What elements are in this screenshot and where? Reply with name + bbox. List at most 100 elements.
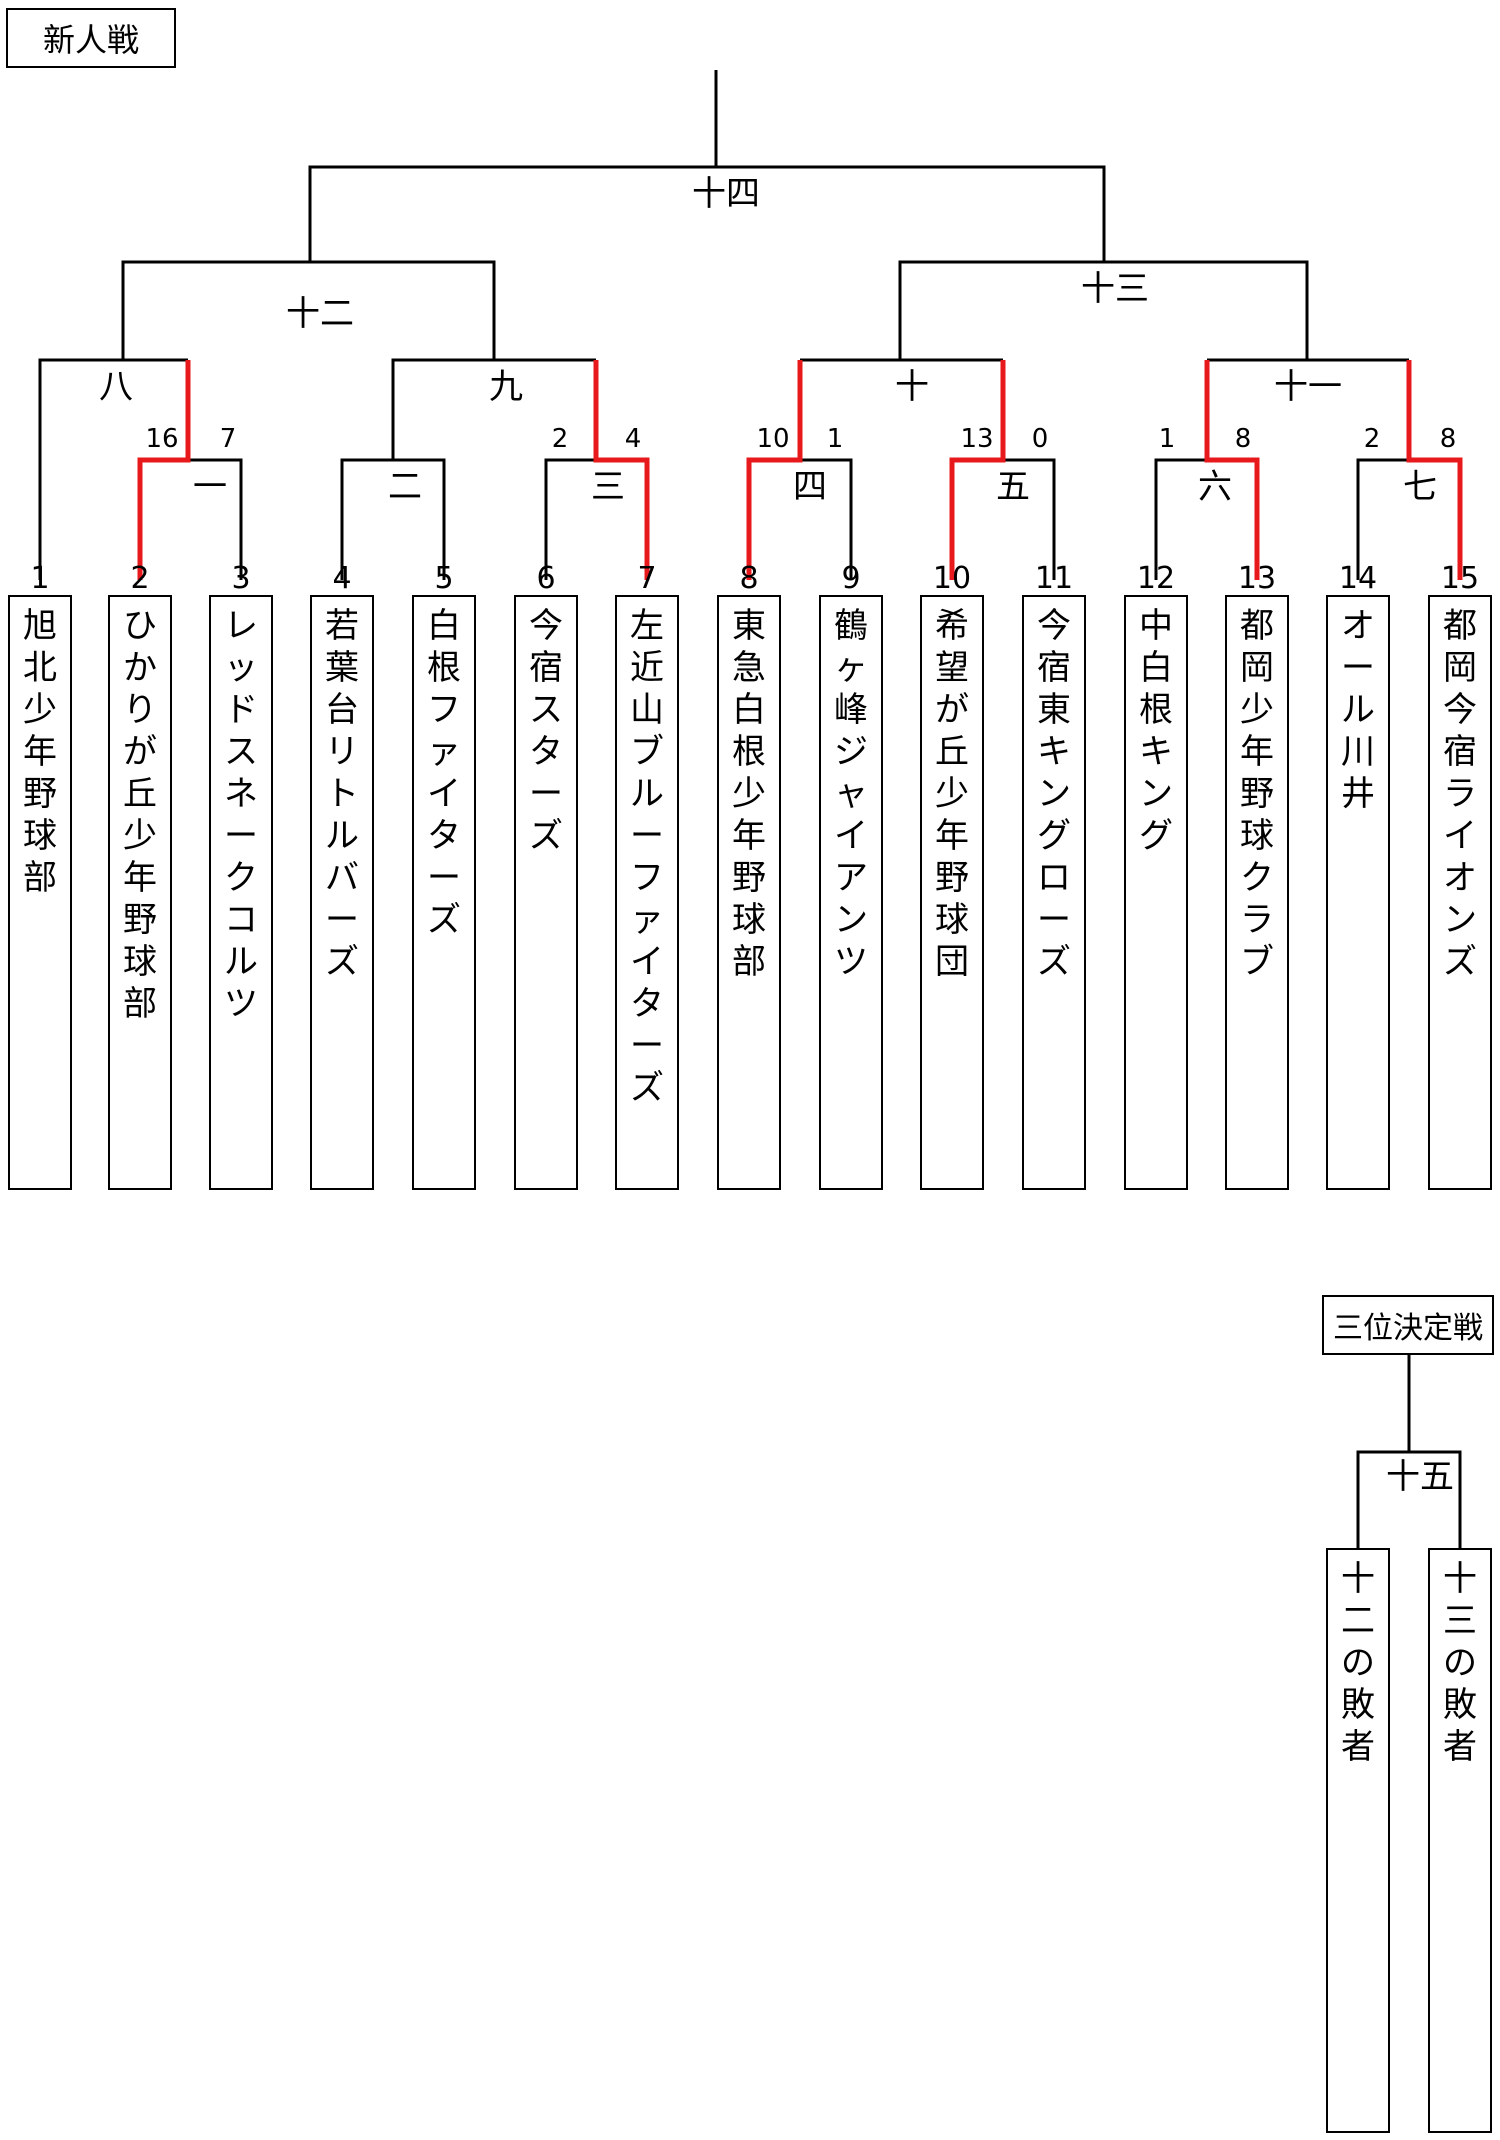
team-name: 都岡少年野球クラブ (1240, 606, 1274, 982)
score-right: 1 (827, 424, 844, 454)
match-1-right-line (188, 458, 243, 580)
winner-path-lines (137, 360, 1463, 580)
team-box: 都岡少年野球クラブ (1225, 595, 1289, 1190)
team-box: 今宿スターズ (514, 595, 578, 1190)
label-backdrop (688, 172, 764, 216)
team-box: 希望が丘少年野球団 (920, 595, 984, 1190)
match-label-15: 十五 (1386, 1457, 1454, 1497)
team-box: 鶴ヶ峰ジャイアンツ (819, 595, 883, 1190)
match-label-4: 四 (793, 467, 827, 507)
score-labels: 16 7 2 4 10 1 13 0 1 8 2 8 (145, 424, 1456, 454)
bracket-lines (38, 70, 1462, 1548)
seed-number: 3 (231, 561, 250, 596)
seed-number: 8 (739, 561, 758, 596)
seed-number: 4 (332, 561, 351, 596)
match-8-left-line (38, 358, 188, 580)
team-name: 今宿スターズ (529, 606, 563, 856)
label-backdrop (1382, 1455, 1458, 1499)
score-left: 10 (756, 424, 789, 454)
match-label-14: 十四 (692, 174, 760, 214)
match-7-left-line (1356, 458, 1409, 580)
third-place-entrant-name: 十三の敗者 (1443, 1559, 1477, 1767)
winner-path-team-15 (1406, 360, 1463, 580)
match-4-right-line (800, 458, 853, 580)
match-label-6: 六 (1198, 467, 1232, 507)
third-place-title: 三位決定戦 (1322, 1295, 1494, 1355)
match-5-right-line (1003, 458, 1056, 580)
seed-number: 1 (30, 561, 49, 596)
seed-number: 7 (637, 561, 656, 596)
team-box: 旭北少年野球部 (8, 595, 72, 1190)
winner-path-team-7 (593, 360, 650, 580)
match-label-11: 十一 (1274, 367, 1342, 407)
match-label-7: 七 (1403, 467, 1437, 507)
page-title: 新人戦 (6, 8, 176, 68)
third-place-entrant-name: 十二の敗者 (1341, 1559, 1375, 1767)
team-box: 左近山ブルーファイターズ (615, 595, 679, 1190)
match-15-bracket (1356, 1450, 1462, 1548)
seed-number: 9 (841, 561, 860, 596)
seed-number: 14 (1339, 561, 1377, 596)
seed-number: 5 (434, 561, 453, 596)
score-right: 4 (625, 424, 642, 454)
team-box: 都岡今宿ライオンズ (1428, 595, 1492, 1190)
match-6-left-line (1154, 458, 1207, 580)
match-label-1: 一 (193, 467, 227, 507)
seed-number: 15 (1441, 561, 1479, 596)
match-12-bracket (121, 260, 496, 360)
team-name: 希望が丘少年野球団 (935, 606, 969, 982)
match-label-12: 十二 (286, 294, 354, 334)
score-left: 2 (1364, 424, 1381, 454)
score-left: 13 (960, 424, 993, 454)
seed-number: 6 (536, 561, 555, 596)
match-3-left-line (544, 458, 596, 580)
match-label-8: 八 (99, 367, 133, 407)
match-label-10: 十 (895, 367, 929, 407)
team-name: レッドスネークコルツ (224, 606, 258, 1024)
team-box: ひかりが丘少年野球部 (108, 595, 172, 1190)
team-name: オール川井 (1341, 606, 1375, 814)
winner-path-team-10 (949, 360, 1006, 580)
score-right: 7 (220, 424, 237, 454)
seed-number: 10 (933, 561, 971, 596)
match-label-3: 三 (591, 467, 625, 507)
third-place-entrant-box: 十二の敗者 (1326, 1548, 1390, 2133)
team-name: 東急白根少年野球部 (732, 606, 766, 982)
third-place-entrant-box: 十三の敗者 (1428, 1548, 1492, 2133)
team-box: 白根ファイターズ (412, 595, 476, 1190)
team-name: 若葉台リトルバーズ (325, 606, 359, 982)
match-9-left-line (391, 358, 596, 460)
team-box: 今宿東キングローズ (1022, 595, 1086, 1190)
score-left: 2 (552, 424, 569, 454)
seed-number: 12 (1137, 561, 1175, 596)
match-13-bracket (898, 260, 1309, 360)
score-right: 0 (1032, 424, 1049, 454)
match-14-bracket (308, 165, 1106, 262)
seed-number: 11 (1035, 561, 1073, 596)
team-name: ひかりが丘少年野球部 (123, 606, 157, 1024)
match-label-5: 五 (996, 467, 1030, 507)
score-right: 8 (1235, 424, 1252, 454)
score-left: 16 (145, 424, 178, 454)
team-box: 東急白根少年野球部 (717, 595, 781, 1190)
winner-path-team-13 (1204, 360, 1260, 580)
team-name: 白根ファイターズ (427, 606, 461, 940)
match-label-2: 二 (388, 467, 422, 507)
winner-path-team-8 (746, 360, 803, 580)
team-box: 中白根キング (1124, 595, 1188, 1190)
team-name: 今宿東キングローズ (1037, 606, 1071, 982)
score-right: 8 (1440, 424, 1457, 454)
team-box: レッドスネークコルツ (209, 595, 273, 1190)
match-label-9: 九 (489, 367, 523, 407)
seed-number: 13 (1238, 561, 1276, 596)
winner-path-team-2 (137, 360, 191, 580)
team-name: 中白根キング (1139, 606, 1173, 856)
team-name: 旭北少年野球部 (23, 606, 57, 898)
match-label-13: 十三 (1081, 269, 1149, 309)
team-name: 鶴ヶ峰ジャイアンツ (834, 606, 868, 982)
score-left: 1 (1159, 424, 1176, 454)
match-2-bracket (340, 458, 446, 580)
